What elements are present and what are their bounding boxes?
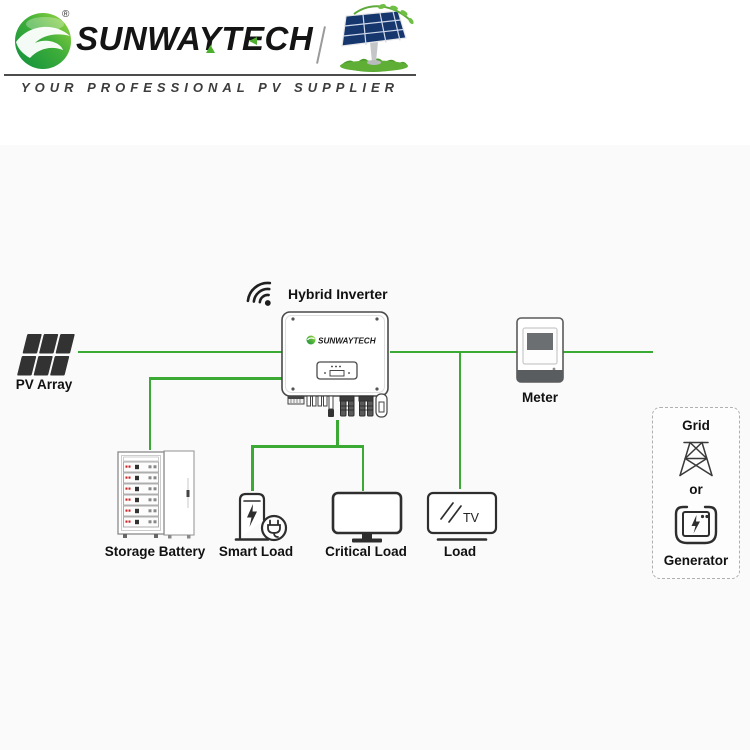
wire-loads-branch (251, 445, 365, 448)
header-divider (4, 74, 416, 76)
wire-load-vertical (458, 351, 462, 489)
brand-wordmark: SUNWAYTECH (76, 20, 314, 57)
load-tv-text: TV (463, 511, 480, 525)
wire-smartload-vertical (251, 445, 254, 491)
grid-label: Grid (682, 417, 710, 433)
grid-generator-box: Grid or Generator (652, 407, 740, 579)
storage-battery-label: Storage Battery (104, 544, 206, 559)
generator-label: Generator (663, 553, 729, 569)
inverter-brand-text: SUNWAYTECH (318, 337, 377, 346)
wire-pv-to-inverter (78, 350, 282, 353)
meter-label: Meter (521, 390, 558, 405)
header-tagline: YOUR PROFESSIONAL PV SUPPLIER (20, 80, 400, 95)
smart-load-icon (234, 492, 288, 542)
header: ® SUNWAYTECH YOUR PROFESSIONAL PV SUPPLI… (0, 0, 750, 145)
inverter-display (316, 361, 358, 380)
wordmark-accent-e-icon (249, 37, 257, 45)
wire-meter-to-grid (563, 350, 653, 353)
solar-panel-image (340, 4, 414, 72)
wordmark-accent-a-icon (206, 45, 215, 53)
smart-load-label: Smart Load (218, 544, 294, 559)
wifi-icon (246, 281, 272, 306)
storage-battery-icon (117, 450, 195, 539)
pv-array-icon (17, 334, 75, 376)
wire-battery-horizontal (150, 377, 282, 380)
wire-battery-vertical (148, 377, 152, 450)
load-icon: TV (426, 491, 498, 541)
wire-inverter-down (336, 420, 339, 446)
load-label: Load (443, 544, 477, 559)
meter-icon (516, 317, 564, 383)
pv-array-label: PV Array (15, 377, 73, 392)
brand-separator (316, 26, 326, 64)
registered-mark: ® (62, 9, 70, 20)
hybrid-inverter-icon: SUNWAYTECH (281, 311, 389, 418)
critical-load-icon (331, 491, 403, 543)
wire-inverter-to-meter (390, 350, 517, 353)
hybrid-inverter-label: Hybrid Inverter (288, 286, 388, 302)
critical-load-label: Critical Load (325, 544, 407, 559)
or-label: or (689, 482, 703, 498)
generator-icon (674, 506, 718, 545)
brand-logo-icon (15, 13, 71, 69)
diagram-canvas: PV Array Hybrid Inverter SUNWAYTECH (0, 145, 750, 750)
transmission-tower-icon (679, 441, 713, 476)
wire-criticalload-vertical (361, 445, 365, 491)
inverter-connectors (287, 393, 388, 418)
